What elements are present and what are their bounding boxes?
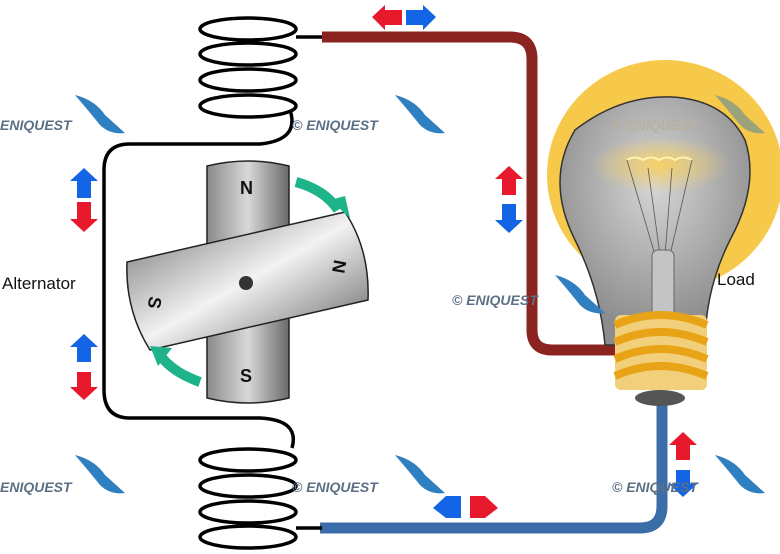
arrow-left-red (372, 5, 402, 30)
top-coil (102, 16, 322, 449)
svg-text:ENIQUEST: ENIQUEST (0, 479, 73, 495)
svg-text:© ENIQUEST: © ENIQUEST (292, 479, 379, 495)
svg-text:© ENIQUEST: © ENIQUEST (612, 117, 699, 133)
svg-text:© ENIQUEST: © ENIQUEST (452, 292, 539, 308)
current-arrows (70, 5, 697, 518)
svg-text:ENIQUEST: ENIQUEST (0, 117, 73, 133)
rotation-arrow-top (294, 177, 343, 213)
arrow-down-red-2 (70, 372, 98, 400)
bottom-coil (198, 447, 322, 550)
rotor-axle (239, 276, 253, 290)
arrow-up-blue-2 (70, 334, 98, 362)
stator-south-label: S (240, 366, 253, 386)
load-label: Load (717, 270, 755, 289)
arrow-down-blue-3 (495, 204, 523, 233)
arrow-left-blue-5 (433, 496, 461, 518)
arrow-right-red-5 (470, 496, 498, 518)
svg-text:© ENIQUEST: © ENIQUEST (292, 117, 379, 133)
arrow-down-blue-4 (669, 470, 697, 497)
bulb-base (613, 311, 709, 406)
bird-icons (75, 95, 765, 494)
alternator-label: Alternator (2, 274, 76, 293)
watermarks: ENIQUEST © ENIQUEST © ENIQUEST © ENIQUES… (0, 117, 699, 495)
filament (626, 156, 693, 162)
arrow-right-blue (406, 5, 436, 30)
arrow-up-red-4 (669, 432, 697, 460)
rotation-arrow-bottom (155, 351, 202, 387)
svg-text:© ENIQUEST: © ENIQUEST (612, 479, 699, 495)
top-wire (322, 31, 620, 356)
arrow-up-red-3 (495, 166, 523, 195)
arrow-down-red-1 (70, 202, 98, 232)
stator-north-label: N (240, 178, 253, 198)
arrow-up-blue-1 (70, 168, 98, 198)
bottom-wire (320, 395, 668, 534)
